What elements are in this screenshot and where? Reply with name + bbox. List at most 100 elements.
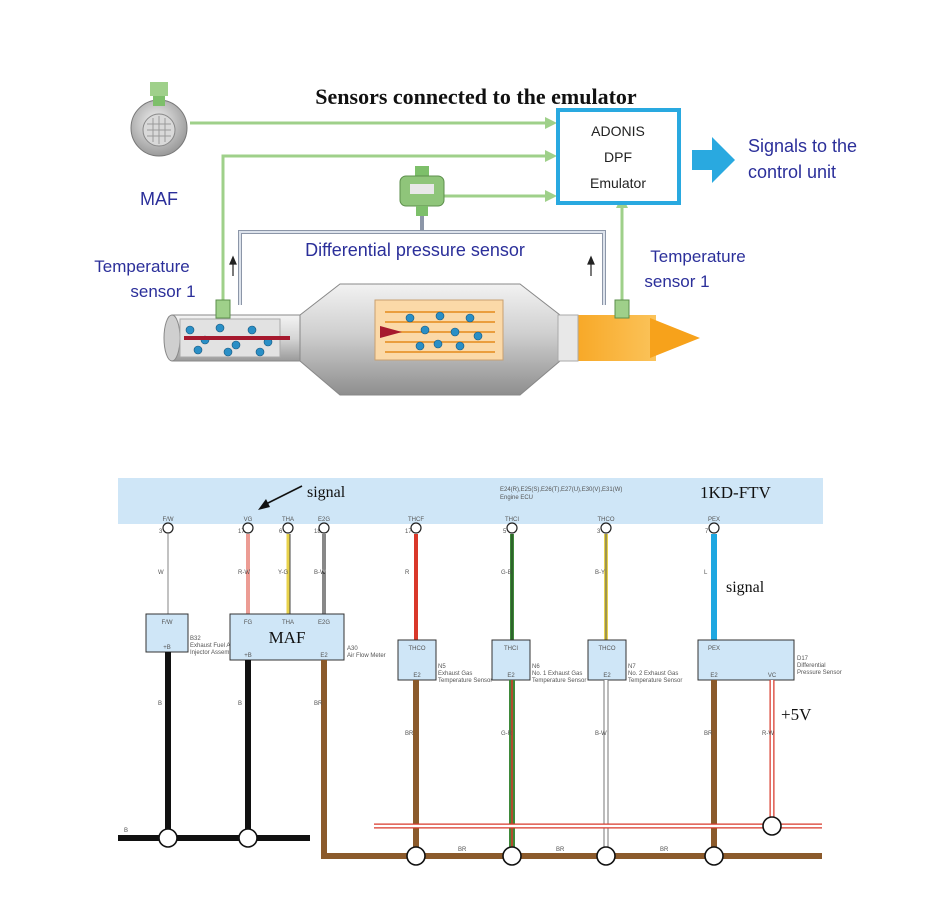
pin-name: E2G bbox=[318, 517, 330, 523]
pin-name: THA bbox=[282, 517, 294, 523]
dpf-canister bbox=[163, 283, 700, 396]
signal-top-label: signal bbox=[307, 484, 346, 501]
svg-text:Exhaust Gas: Exhaust Gas bbox=[438, 671, 472, 677]
svg-text:+B: +B bbox=[244, 653, 252, 659]
svg-text:Air Flow Meter: Air Flow Meter bbox=[347, 653, 386, 659]
temp-right-line-2: sensor 1 bbox=[644, 272, 709, 291]
svg-text:THCO: THCO bbox=[409, 646, 426, 652]
svg-text:PEX: PEX bbox=[708, 646, 720, 652]
wire-code: L bbox=[704, 570, 708, 576]
pin-name: VG bbox=[244, 517, 253, 523]
temp-right-line-1: Temperature bbox=[650, 247, 745, 266]
svg-text:Temperature Sensor: Temperature Sensor bbox=[438, 678, 492, 684]
fw-component: F/W +B B32 Exhaust Fuel Addition Injecto… bbox=[145, 613, 248, 656]
pin-name: THCO bbox=[598, 517, 615, 523]
signal-right-label: signal bbox=[726, 579, 765, 596]
diff-pressure-sensor-icon bbox=[399, 166, 445, 216]
ecu-name: 1KD-FTV bbox=[700, 483, 772, 502]
svg-text:D17: D17 bbox=[797, 656, 809, 662]
svg-text:THCI: THCI bbox=[504, 646, 518, 652]
svg-text:G-R: G-R bbox=[501, 731, 513, 737]
output-arrow-icon bbox=[692, 137, 735, 183]
pin-number: 5 bbox=[503, 529, 507, 535]
svg-text:+B: +B bbox=[163, 645, 171, 651]
wire-code: G-B bbox=[501, 570, 512, 576]
pex-component: PEX E2 VC D17 Differential Pressure Sens… bbox=[697, 639, 842, 681]
emulator-line-3: Emulator bbox=[590, 175, 646, 191]
svg-text:BR: BR bbox=[556, 847, 565, 853]
upper-wires bbox=[167, 534, 717, 640]
svg-text:Pressure Sensor: Pressure Sensor bbox=[797, 670, 842, 676]
maf-big-label: MAF bbox=[269, 628, 306, 647]
svg-text:No. 2 Exhaust Gas: No. 2 Exhaust Gas bbox=[628, 671, 678, 677]
ecu-band bbox=[118, 478, 823, 524]
wire-code: R-W bbox=[238, 570, 250, 576]
wire-code: B-W bbox=[314, 570, 326, 576]
lower-wire-codes: B B BR BR G-R B-W BR R-W B BR BR BR bbox=[124, 701, 774, 853]
pin-number: 18 bbox=[314, 529, 321, 535]
svg-text:E2: E2 bbox=[603, 673, 611, 679]
pin-number: 17 bbox=[238, 529, 245, 535]
pin-name: F/W bbox=[163, 517, 174, 523]
lower-wires bbox=[118, 652, 822, 859]
maf-label: MAF bbox=[140, 189, 178, 209]
emulator-line-1: ADONIS bbox=[591, 123, 645, 139]
flow-arrows bbox=[229, 255, 595, 276]
ecu-pins: F/W VG THA E2G THCF THCI THCO PEX 3 17 6… bbox=[159, 517, 720, 535]
junction-nodes bbox=[158, 816, 782, 866]
svg-text:FG: FG bbox=[244, 620, 253, 626]
temp-left-line-2: sensor 1 bbox=[130, 282, 195, 301]
svg-text:BR: BR bbox=[704, 731, 713, 737]
ecu-sub: Engine ECU bbox=[500, 495, 533, 501]
svg-text:Temperature Sensor: Temperature Sensor bbox=[532, 678, 586, 684]
pin-name: THCF bbox=[408, 517, 424, 523]
svg-text:N5: N5 bbox=[438, 664, 446, 670]
svg-text:B: B bbox=[158, 701, 162, 707]
output-line-1: Signals to the bbox=[748, 136, 857, 156]
svg-text:VC: VC bbox=[768, 673, 777, 679]
signal-lines bbox=[190, 121, 624, 300]
svg-text:No. 1 Exhaust Gas: No. 1 Exhaust Gas bbox=[532, 671, 582, 677]
plus5v-label: +5V bbox=[781, 705, 812, 724]
wire-code: B-Y bbox=[595, 570, 605, 576]
thci-component: THCI E2 N6 No. 1 Exhaust Gas Temperature… bbox=[491, 639, 586, 684]
svg-text:B: B bbox=[238, 701, 242, 707]
wire-code: R bbox=[405, 570, 410, 576]
svg-text:BR: BR bbox=[314, 701, 323, 707]
maf-sensor-icon bbox=[130, 82, 188, 157]
svg-text:THA: THA bbox=[282, 620, 294, 626]
wire-codes: W R-W Y-G B-W R G-B B-Y L bbox=[158, 570, 708, 576]
svg-text:B: B bbox=[124, 828, 128, 834]
pin-number: 17 bbox=[405, 529, 412, 535]
svg-text:R-W: R-W bbox=[762, 731, 774, 737]
emulator-box bbox=[556, 108, 681, 205]
maf-component: FG THA E2G MAF +B E2 A30 Air Flow Meter bbox=[229, 613, 386, 661]
emulator-line-2: DPF bbox=[604, 149, 632, 165]
wire-code: Y-G bbox=[278, 570, 288, 576]
svg-text:BR: BR bbox=[660, 847, 669, 853]
svg-text:E2: E2 bbox=[710, 673, 718, 679]
pin-number: 3 bbox=[597, 529, 601, 535]
pin-name: THCI bbox=[505, 517, 519, 523]
svg-text:B-W: B-W bbox=[595, 731, 607, 737]
svg-text:B32: B32 bbox=[190, 636, 201, 642]
wire-code: W bbox=[158, 570, 164, 576]
temp-left-line-1: Temperature bbox=[94, 257, 189, 276]
ecu-connectors: E24(R),E25(S),E26(T),E27(U),E30(V),E31(W… bbox=[500, 487, 622, 493]
diagram-title: Sensors connected to the emulator bbox=[315, 84, 637, 109]
svg-text:E2G: E2G bbox=[318, 620, 330, 626]
pin-number: 6 bbox=[279, 529, 283, 535]
pin-number: 3 bbox=[159, 529, 163, 535]
svg-text:E2: E2 bbox=[507, 673, 515, 679]
thco-component: THCO E2 N7 No. 2 Exhaust Gas Temperature… bbox=[587, 639, 682, 684]
ecu-terminals bbox=[162, 522, 720, 534]
svg-text:N6: N6 bbox=[532, 664, 540, 670]
pin-name: PEX bbox=[708, 517, 720, 523]
svg-text:F/W: F/W bbox=[162, 620, 173, 626]
svg-text:Exhaust Fuel Addition: Exhaust Fuel Addition bbox=[190, 643, 248, 649]
svg-text:E2: E2 bbox=[413, 673, 421, 679]
svg-text:THCO: THCO bbox=[599, 646, 616, 652]
thcf-component: THCO E2 N5 Exhaust Gas Temperature Senso… bbox=[397, 639, 492, 684]
svg-text:BR: BR bbox=[405, 731, 414, 737]
